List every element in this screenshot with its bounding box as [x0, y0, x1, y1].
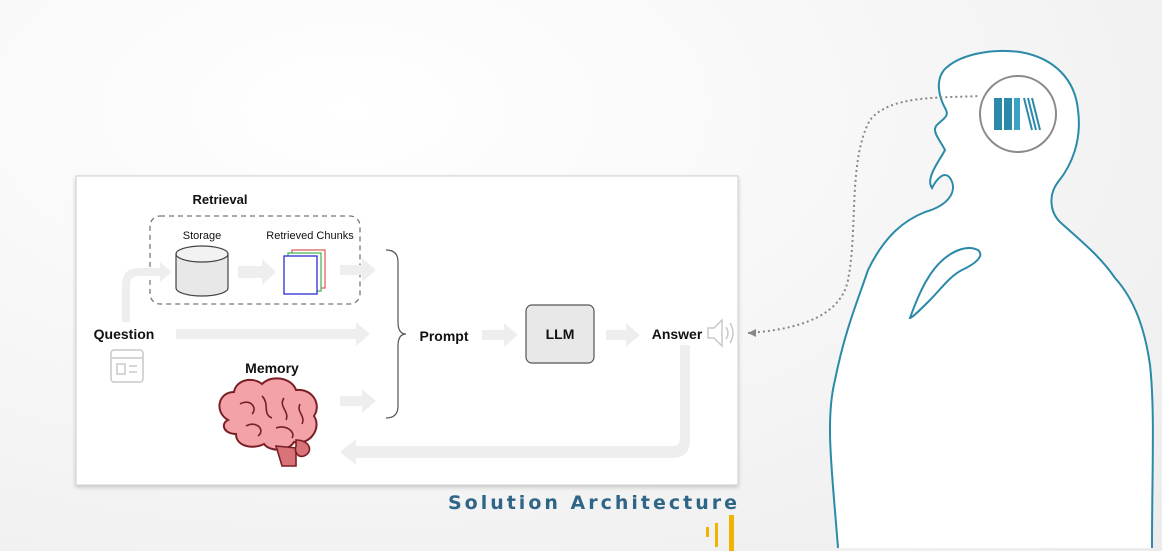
brain-icon — [218, 377, 318, 467]
memory-label: Memory — [245, 360, 299, 376]
speaker-icon — [707, 318, 734, 348]
flow-arrows — [122, 258, 690, 465]
accent-bars — [706, 515, 734, 551]
storage-label: Storage — [183, 230, 222, 242]
solution-architecture-caption: Solution Architecture — [447, 492, 740, 514]
form-icon — [110, 349, 144, 383]
llm-box — [525, 304, 595, 364]
question-label: Question — [94, 326, 155, 342]
dotted-connector — [747, 95, 981, 334]
database-icon — [175, 245, 229, 297]
answer-label: Answer — [652, 326, 703, 342]
retrieval-title: Retrieval — [193, 192, 248, 207]
person-silhouette — [828, 49, 1154, 549]
prompt-brace — [385, 249, 407, 419]
chunks-stack-icon — [283, 249, 326, 295]
prompt-label: Prompt — [420, 328, 469, 344]
hand-outline — [908, 247, 982, 320]
books-icon — [994, 97, 1041, 131]
llm-label: LLM — [546, 326, 575, 342]
chunks-label: Retrieved Chunks — [266, 230, 354, 242]
diagram-panel — [75, 175, 739, 486]
retrieval-group — [149, 215, 361, 305]
